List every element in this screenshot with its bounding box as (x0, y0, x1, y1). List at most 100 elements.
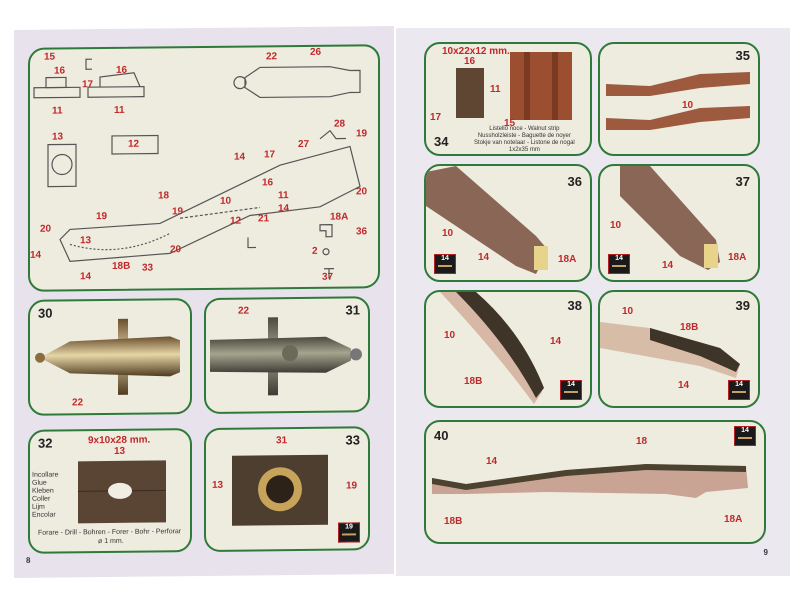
right-page: 10x22x12 mm. 16 17 11 15 34 Listello noc… (396, 28, 790, 576)
part-label: 14 (678, 380, 690, 391)
part-label: 36 (356, 226, 368, 238)
panel-39: 39 10 18B 14 14 (598, 290, 760, 408)
part-label: 15 (504, 118, 516, 129)
step-40-photo (432, 464, 748, 498)
badge-text: 14 (441, 255, 449, 262)
strip-text: Nussholzleiste - Baguette de noyer (477, 133, 571, 139)
step-number: 34 (434, 134, 449, 149)
part-label: 19 (96, 211, 108, 223)
badge-text: 14 (741, 427, 749, 434)
step-number: 37 (735, 174, 750, 189)
part-label: 14 (478, 252, 490, 263)
part-label: 13 (212, 479, 224, 491)
drill-text: Forare - Drill - Bohren - Forer - Bohr -… (38, 528, 182, 537)
glue-text: Encolar (32, 511, 56, 519)
step-number: 35 (735, 48, 750, 63)
bearing-block-photo (232, 454, 328, 526)
walnut-parts-photo (456, 52, 572, 120)
part-label: 19 (346, 480, 358, 492)
part-label: 11 (52, 105, 63, 117)
part-label: 18A (724, 514, 743, 525)
part-label: 18 (158, 190, 170, 202)
carriage-exploded-drawing (33, 58, 361, 279)
panel-36: 36 10 14 18A 14 (424, 164, 592, 282)
part-label: 14 (30, 249, 42, 261)
part-label: 11 (278, 190, 289, 202)
strip-text: 1x2x35 mm (508, 147, 540, 153)
part-label: 22 (238, 305, 250, 317)
part-label: 17 (430, 112, 442, 123)
part-label: 18B (112, 260, 131, 272)
part-label: 10 (610, 220, 622, 231)
strip-text: Listello noce - Walnut strip (489, 126, 560, 132)
part-label: 17 (264, 149, 276, 161)
nail-19-badge: 19 (338, 522, 360, 543)
panel-main-diagram: 15 16 17 16 11 11 13 12 22 26 28 27 19 2… (28, 44, 380, 292)
part-label: 11 (490, 84, 501, 95)
glue-text: Coller (32, 495, 51, 503)
part-label: 17 (82, 79, 94, 91)
part-label: 2 (312, 245, 318, 257)
iron-barrel-photo (210, 317, 362, 396)
part-label: 18A (728, 252, 747, 263)
step-36-photo (426, 166, 548, 274)
panel-30: 30 22 (28, 298, 192, 416)
glue-text: Kleben (32, 487, 54, 495)
part-label: 18A (558, 254, 577, 265)
strip-text: Stokje van notelaar - Listone de nogal (474, 140, 575, 146)
badge-text: 14 (567, 381, 575, 388)
step-39-photo (600, 322, 740, 378)
nail-14-badge: 14 (608, 254, 630, 274)
part-label: 15 (44, 51, 56, 63)
step-number: 39 (735, 298, 750, 313)
panel-31: 31 22 (204, 296, 370, 414)
step-38-photo (440, 292, 544, 404)
part-label: 14 (278, 203, 290, 215)
panel-33: 33 31 13 19 19 (204, 426, 370, 552)
carriage-sides-photo (606, 72, 750, 130)
part-label: 19 (172, 206, 184, 218)
trunnion-block-photo (78, 460, 166, 524)
step-37-photo (620, 166, 720, 270)
part-label: 20 (40, 223, 52, 235)
glue-text: Incollare (32, 471, 59, 479)
dimension-label: 10x22x12 mm. (442, 46, 510, 57)
step-number: 40 (434, 428, 449, 443)
nail-14-badge: 14 (734, 426, 756, 446)
part-label: 18B (464, 376, 483, 387)
step-number: 38 (567, 298, 582, 313)
part-label: 27 (298, 138, 310, 151)
glue-instructions: Incollare Glue Kleben Coller Lijm Encola… (32, 472, 58, 520)
brass-barrel-photo (35, 318, 180, 395)
panel-37: 37 10 14 18A 14 (598, 164, 760, 282)
part-label: 16 (262, 177, 274, 189)
part-label: 18B (444, 516, 463, 527)
step-number: 36 (567, 174, 582, 189)
badge-text: 14 (615, 255, 623, 262)
part-label: 18A (330, 211, 349, 223)
part-label: 33 (142, 262, 154, 274)
glue-text: Glue (32, 479, 47, 487)
part-label: 16 (116, 64, 128, 76)
nail-14-badge: 14 (728, 380, 750, 400)
panel-34: 10x22x12 mm. 16 17 11 15 34 Listello noc… (424, 42, 592, 156)
part-label: 12 (230, 215, 242, 227)
part-label: 22 (266, 51, 278, 63)
badge-text: 19 (345, 523, 353, 531)
walnut-strip-text: Listello noce - Walnut strip Nussholzlei… (474, 126, 575, 154)
part-label: 16 (54, 65, 66, 77)
part-label: 16 (464, 56, 476, 67)
part-label: 10 (220, 195, 232, 207)
drill-size: ø 1 mm. (98, 537, 124, 546)
part-label: 10 (442, 228, 454, 239)
part-label: 10 (622, 306, 634, 317)
part-label: 19 (356, 128, 368, 140)
part-label: 20 (170, 244, 182, 256)
panel-32: 32 9x10x28 mm. 13 Incollare Glue Kleben … (28, 428, 192, 554)
page-number-left: 8 (26, 555, 31, 565)
part-label: 26 (310, 46, 322, 58)
part-label: 18 (636, 436, 648, 447)
part-label: 14 (550, 336, 562, 347)
part-label: 13 (80, 235, 92, 247)
part-label: 31 (276, 435, 288, 447)
